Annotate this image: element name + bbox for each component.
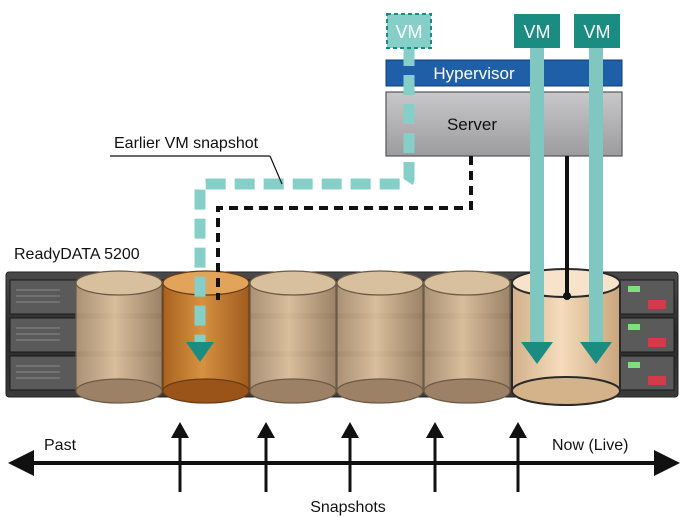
snapshot-cylinder-5 [423,270,511,404]
vm-label-earlier: VM [396,22,423,42]
snapshot-cylinder-earlier [162,270,250,404]
rack-vents-left [16,289,60,379]
live-link-dot [563,292,571,300]
rack-indicators [628,286,666,385]
hypervisor-bar [385,59,623,87]
snapshot-callout-label: Earlier VM snapshot [114,135,259,152]
snapshot-up-arrow-3 [341,422,359,492]
earlier-vm-arrowhead [186,342,214,362]
callout-leader [269,155,283,185]
timeline: Past Now (Live) [8,422,680,516]
snapshot-up-arrow-4 [426,422,444,492]
snapshot-cylinder-3 [249,270,337,404]
snapshot-cylinder-4 [336,270,424,404]
vm-box-earlier: VM [386,13,432,49]
vm-label-live-2: VM [584,22,611,42]
vm-boxes: VM VM VM [386,13,620,49]
timeline-past-label: Past [44,437,77,454]
vm-2-arrowhead [521,342,553,364]
snapshot-up-arrow-1 [171,422,189,492]
earlier-vm-dashed-path [194,46,415,344]
server-box [385,91,623,157]
snapshot-up-arrow-5 [509,422,527,492]
server-to-snapshot-dashed-link [216,156,473,300]
server-stack: Hypervisor Server [385,59,623,157]
snapshot-callout: Earlier VM snapshot [110,135,283,185]
device-label: ReadyDATA 5200 [14,246,140,263]
timeline-left-arrowhead [8,450,34,476]
hypervisor-label: Hypervisor [433,64,515,83]
server-label: Server [447,115,497,134]
snapshots-label: Snapshots [310,499,386,516]
snapshot-up-arrow-2 [257,422,275,492]
vm-label-live-1: VM [524,22,551,42]
timeline-right-arrowhead [654,450,680,476]
vm-3-arrowhead [580,342,612,364]
timeline-now-label: Now (Live) [552,437,628,454]
vm-3-arrow-shaft [589,48,603,344]
snapshot-up-arrows [171,422,527,492]
snapshot-cylinder-1 [75,270,163,404]
vm-box-live-1: VM [514,14,560,48]
vm-box-live-2: VM [574,14,620,48]
vm-2-arrow-shaft [530,48,544,344]
live-vm-arrows [521,48,612,364]
